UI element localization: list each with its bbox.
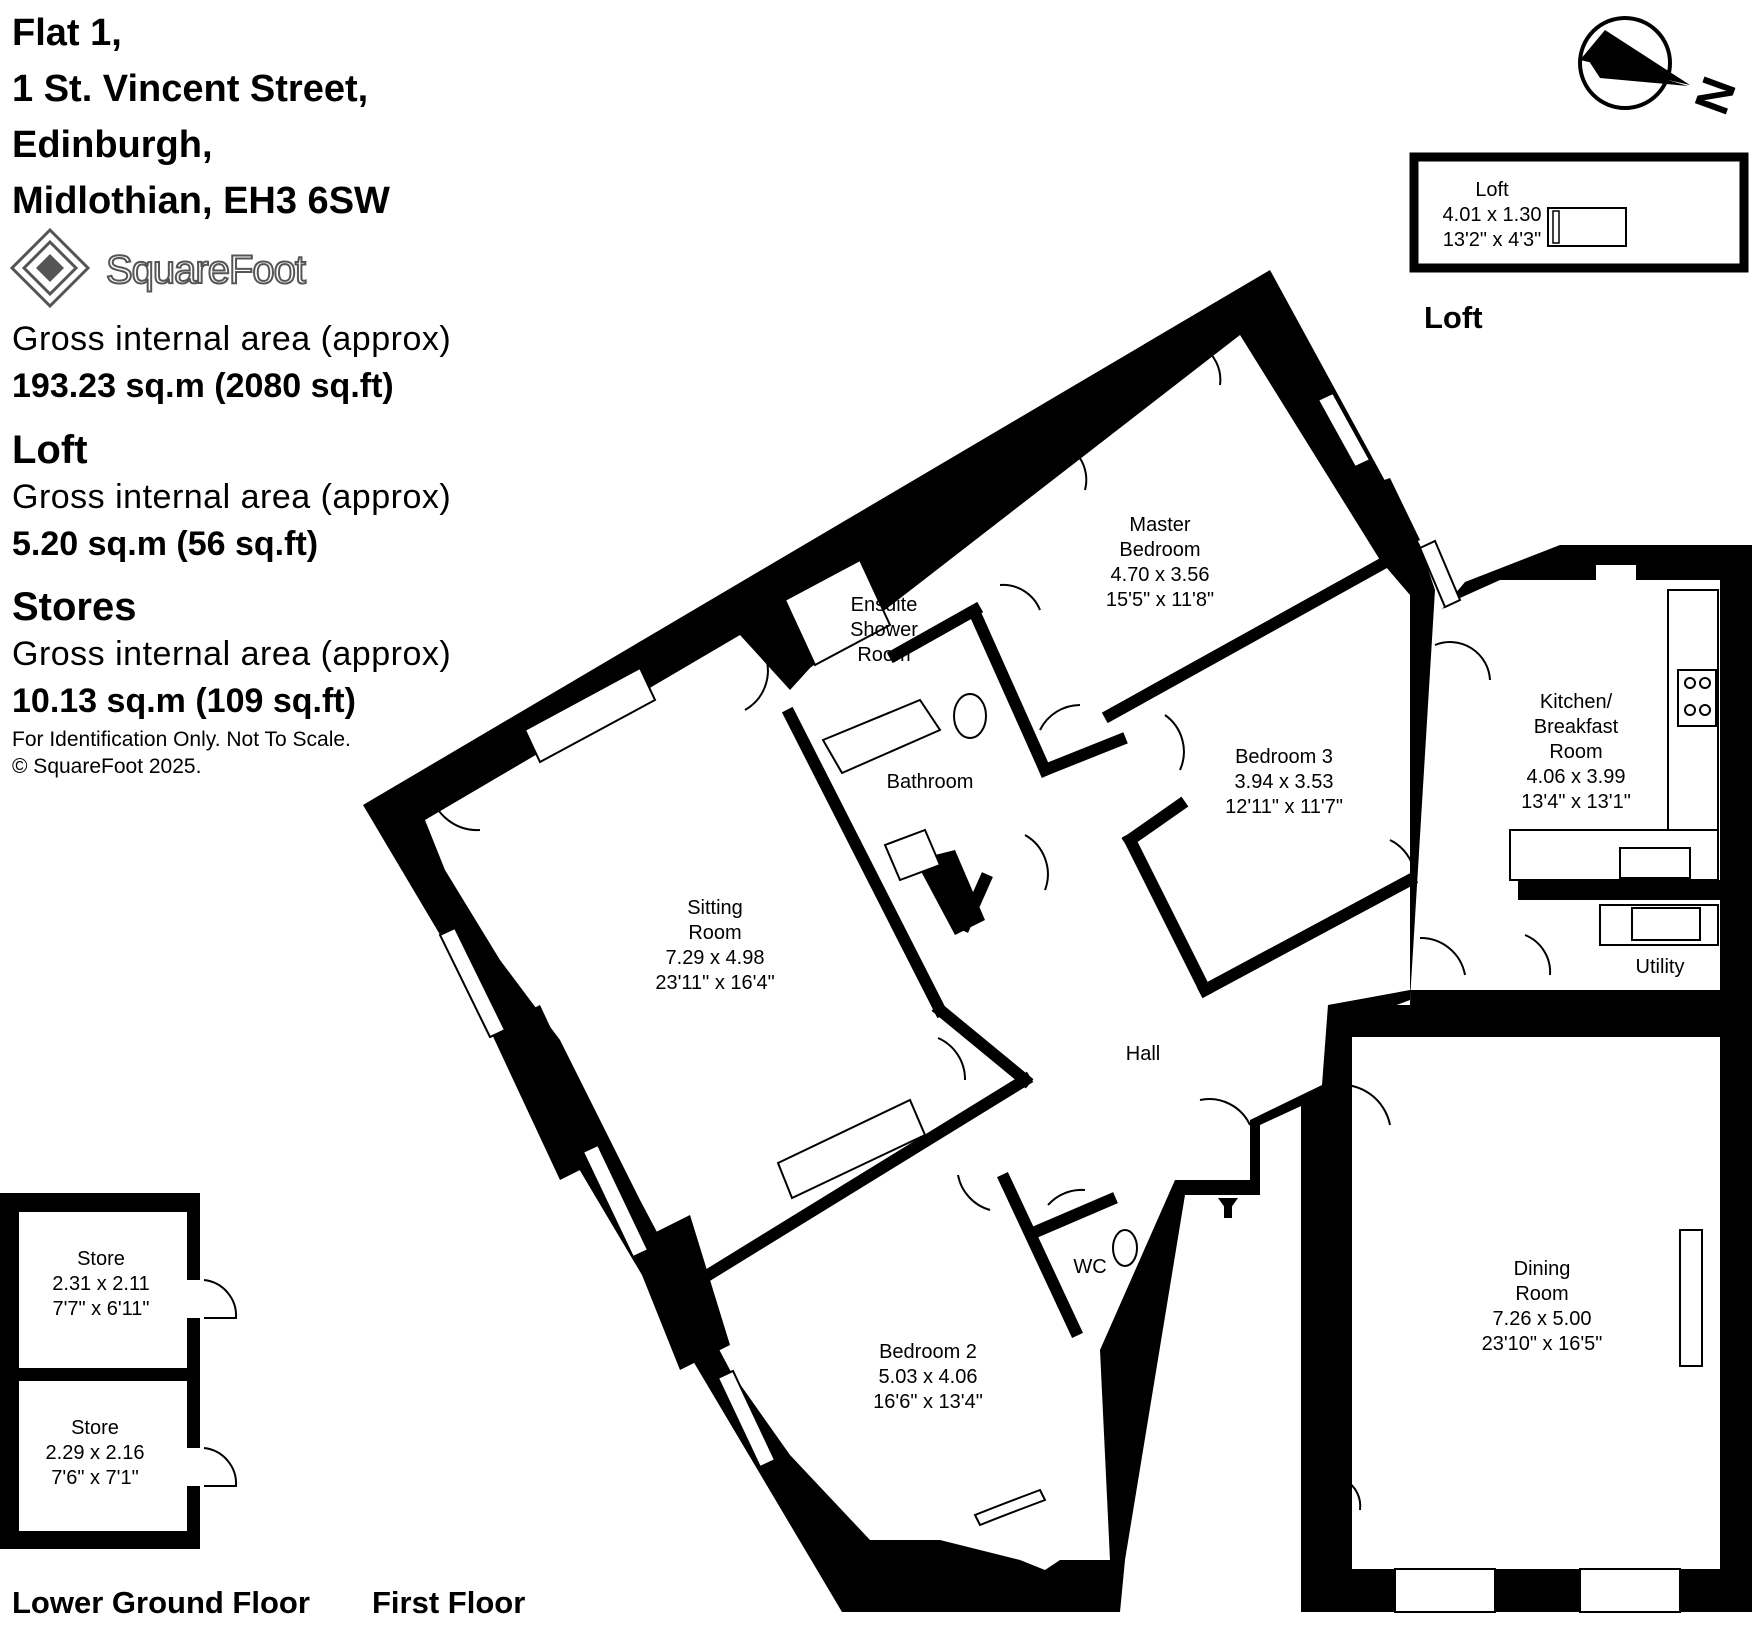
total-area-value: 193.23 sq.m (2080 sq.ft) [12, 367, 394, 405]
room-store-2: Store 2.29 x 2.16 7'6" x 7'1" [45, 1417, 145, 1489]
disclaimer-line-2: © SquareFoot 2025. [12, 755, 202, 778]
brand: SquareFoot [12, 230, 307, 310]
loft-area-title: Loft [12, 428, 88, 472]
stores-area-title: Stores [12, 585, 137, 629]
room-bedroom-3: Bedroom 3 3.94 x 3.53 12'11" x 11'7" [1225, 746, 1343, 818]
room-ensuite: Ensuite Shower Room [850, 594, 918, 666]
total-area-label: Gross internal area (approx) [12, 320, 452, 358]
room-bathroom: Bathroom [886, 771, 974, 793]
floor-label-first: First Floor [372, 1585, 526, 1620]
room-bedroom-2: Bedroom 2 5.03 x 4.06 16'6" x 13'4" [873, 1341, 983, 1413]
room-kitchen: Kitchen/ Breakfast Room 4.06 x 3.99 13'4… [1521, 691, 1631, 813]
lower-ground-plan [0, 1193, 238, 1549]
room-store-1: Store 2.31 x 2.11 7'7" x 6'11" [52, 1248, 150, 1320]
stores-area-value: 10.13 sq.m (109 sq.ft) [12, 682, 356, 720]
floor-label-lower-ground: Lower Ground Floor [12, 1585, 310, 1620]
floor-label-loft: Loft [1424, 300, 1483, 335]
room-sitting-room: Sitting Room 7.29 x 4.98 23'11" x 16'4" [655, 897, 775, 994]
address-line-1: Flat 1, [12, 12, 122, 54]
room-loft: Loft 4.01 x 1.30 13'2" x 4'3" [1442, 179, 1542, 251]
loft-area-label: Gross internal area (approx) [12, 478, 452, 516]
stores-area-label: Gross internal area (approx) [12, 635, 452, 673]
room-master-bedroom: Master Bedroom 4.70 x 3.56 15'5" x 11'8" [1105, 514, 1215, 611]
address-line-2: 1 St. Vincent Street, [12, 68, 369, 110]
loft-area-value: 5.20 sq.m (56 sq.ft) [12, 525, 319, 563]
loft-plan [1409, 152, 1749, 273]
room-utility: Utility [1635, 956, 1685, 978]
address-line-3: Edinburgh, [12, 124, 213, 166]
brand-name: SquareFoot [105, 247, 307, 293]
svg-text:N: N [1685, 70, 1747, 121]
room-wc: WC [1073, 1256, 1107, 1278]
disclaimer-line-1: For Identification Only. Not To Scale. [12, 728, 351, 751]
address-line-4: Midlothian, EH3 6SW [12, 180, 390, 222]
room-hall: Hall [1125, 1043, 1161, 1065]
squarefoot-logo-icon [9, 227, 91, 309]
first-floor-plan [363, 270, 1752, 1613]
room-dining: Dining Room 7.26 x 5.00 23'10" x 16'5" [1481, 1258, 1603, 1355]
compass-icon: N [1578, 16, 1747, 121]
